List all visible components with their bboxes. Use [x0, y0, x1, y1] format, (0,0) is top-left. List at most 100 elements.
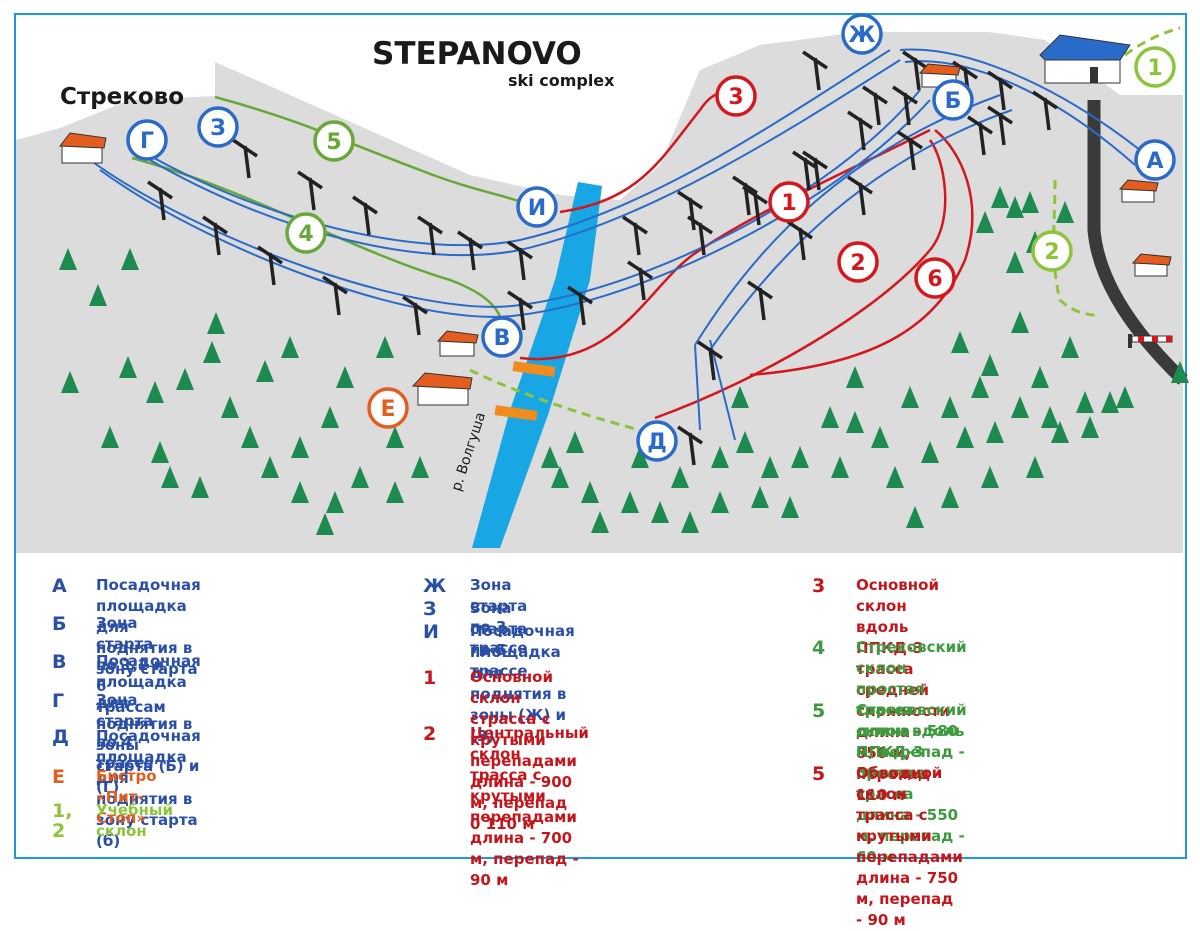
legend-text: Зона старта по 4 трассе	[96, 691, 154, 772]
legend-key: Д	[52, 726, 69, 748]
tree	[1041, 406, 1059, 428]
lift-tower	[987, 70, 1013, 111]
marker-label: 3	[728, 85, 743, 110]
legend-text: Основной склон вдоль ППКД-3 трасса средн…	[856, 576, 950, 804]
tree	[261, 456, 279, 478]
tree	[61, 371, 79, 393]
legend-key: Е	[52, 766, 65, 788]
lift-towers	[147, 50, 1058, 466]
trail-5-line	[214, 95, 531, 207]
lift-tower	[802, 50, 828, 91]
lift-tower	[202, 215, 228, 256]
legend-key: 3	[812, 575, 826, 597]
tree	[711, 446, 729, 468]
tree	[871, 426, 889, 448]
marker-trail-4: 4	[285, 212, 327, 254]
marker-label: 2	[850, 251, 865, 276]
map-title: STEPANOVO	[372, 36, 582, 72]
tree	[956, 426, 974, 448]
tree	[146, 381, 164, 403]
legend-text: Стрековский склон простая трасса длина -…	[856, 638, 967, 782]
lift-tower	[987, 105, 1013, 146]
tree	[176, 368, 194, 390]
house	[411, 372, 473, 406]
tree	[971, 376, 989, 398]
lift-tower	[567, 285, 593, 326]
red-trails	[519, 91, 974, 420]
marker-label: 6	[927, 267, 942, 292]
tree	[906, 506, 924, 528]
tree	[336, 366, 354, 388]
tree	[591, 511, 609, 533]
lift-tower	[677, 190, 703, 231]
trail-4-line	[131, 156, 507, 331]
training-paths	[469, 26, 1181, 432]
tree	[89, 284, 107, 306]
lift-tower	[802, 150, 828, 191]
tree	[256, 360, 274, 382]
tree	[1011, 396, 1029, 418]
legend-text: Основной склон страсса с крутыми перепад…	[470, 668, 577, 833]
marker-label: Ж	[849, 23, 876, 48]
lift-line	[899, 48, 1141, 151]
green-trails	[131, 95, 531, 331]
marker-label: Е	[380, 397, 395, 422]
lift-tower	[297, 170, 323, 211]
tree	[846, 411, 864, 433]
legend-text: Зона старта по 1,2 и 6 трассам	[96, 614, 166, 716]
tree	[751, 486, 769, 508]
lift-tower	[897, 130, 923, 171]
legend-text: Посадочная площадка для поднятия в зоны …	[470, 622, 575, 745]
lift-tower	[352, 195, 378, 236]
lift-tower	[322, 275, 348, 316]
lift-tower	[147, 180, 173, 221]
legend-text: Учебный склон	[96, 801, 173, 840]
tree	[901, 386, 919, 408]
legend-key: Ж	[423, 575, 447, 597]
legend-key: Г	[52, 690, 65, 712]
legend-text: Центральный склон трасса с крутыми переп…	[470, 724, 589, 889]
marker-label: 1	[1147, 56, 1162, 81]
lift-line	[139, 49, 891, 247]
marker-label: И	[528, 196, 546, 221]
tree	[386, 426, 404, 448]
tree	[991, 186, 1009, 208]
tree	[886, 466, 904, 488]
lift-tower	[232, 138, 258, 179]
lift-line	[709, 109, 1013, 351]
lift-tower	[687, 215, 713, 256]
marker-Z: З	[197, 106, 239, 148]
tree	[326, 491, 344, 513]
legend-text: Стрековский склон вдоль ППКД-3 простая т…	[856, 701, 967, 866]
tree	[291, 481, 309, 503]
legend-key: 5	[812, 700, 826, 722]
legend-key: 4	[812, 637, 826, 659]
marker-label: 1	[781, 191, 796, 216]
path-E-D	[469, 368, 641, 432]
lift-line	[694, 94, 1001, 346]
legend-text: Зона старта по 3 трассе	[470, 576, 528, 657]
lift-tower	[742, 185, 768, 226]
marker-training-2: 2	[1031, 230, 1073, 272]
legend-text: Зона старта по 5 трассе	[470, 599, 528, 680]
tree	[846, 366, 864, 388]
tree	[781, 496, 799, 518]
lift-tower	[847, 175, 873, 216]
marker-label: 2	[1044, 240, 1059, 265]
tree	[1101, 391, 1119, 413]
marker-label: Д	[647, 430, 667, 455]
legend-key: Б	[52, 613, 67, 635]
tree	[711, 491, 729, 513]
tree	[241, 426, 259, 448]
tree	[1011, 311, 1029, 333]
lift-tower	[507, 240, 533, 281]
marker-label: В	[494, 326, 511, 351]
marker-label: Г	[140, 129, 154, 154]
lift-tower	[967, 115, 993, 156]
tree	[671, 466, 689, 488]
tree	[631, 446, 649, 468]
lift-tower	[847, 110, 873, 151]
trees	[59, 186, 1189, 535]
tree	[651, 501, 669, 523]
tree	[376, 336, 394, 358]
